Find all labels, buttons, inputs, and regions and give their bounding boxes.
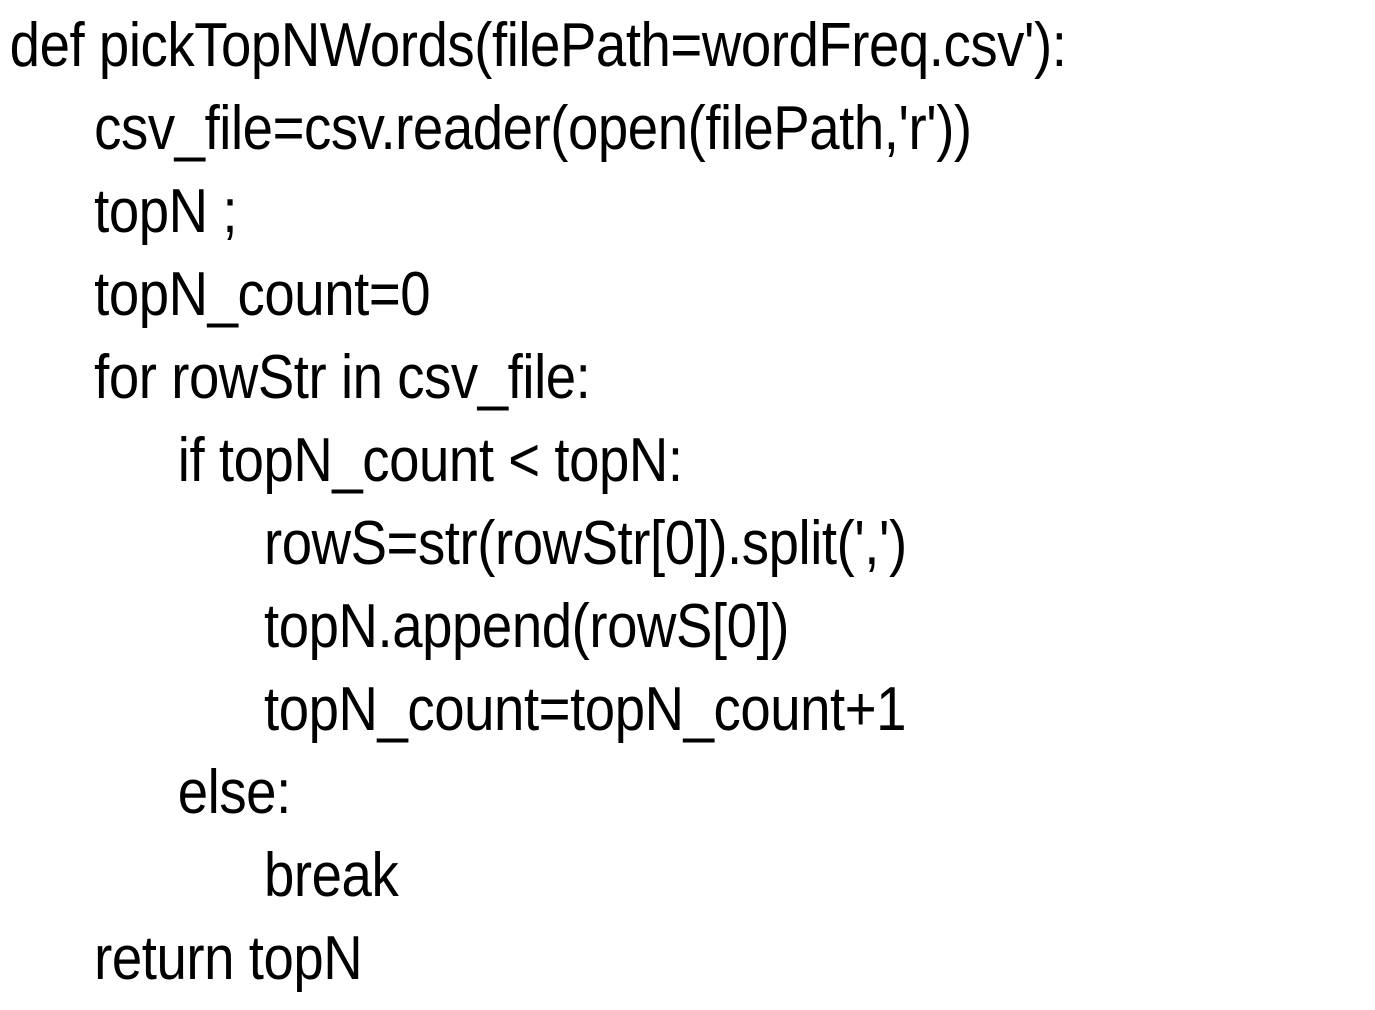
code-line-2: csv_file=csv.reader(open(filePath,'r')): [94, 94, 972, 163]
code-line-7: rowS=str(rowStr[0]).split(','): [264, 509, 907, 578]
code-line-3: topN ;: [94, 177, 238, 246]
code-line-8: topN.append(rowS[0]): [264, 592, 789, 661]
code-line-4: topN_count=0: [94, 260, 431, 329]
code-line-6: if topN_count < topN:: [177, 426, 683, 495]
code-line-1: def pickTopNWords(filePath=wordFreq.csv'…: [9, 11, 1067, 80]
code-line-9: topN_count=topN_count+1: [264, 675, 907, 744]
code-line-12: return topN: [94, 924, 363, 993]
code-line-10: else:: [177, 758, 291, 827]
code-line-5: for rowStr in csv_file:: [94, 343, 591, 412]
code-line-11: break: [264, 841, 399, 910]
